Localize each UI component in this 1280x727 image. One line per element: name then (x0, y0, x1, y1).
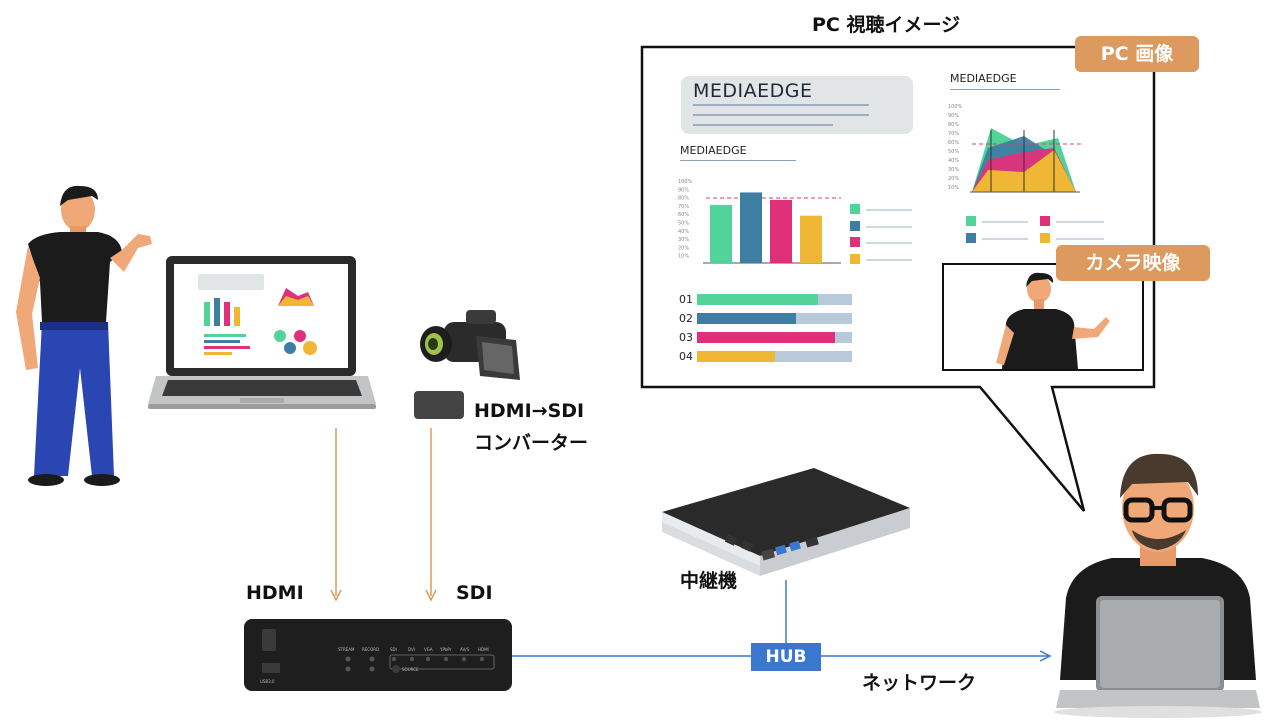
encoder-front-panel: USB3.0 STREAM RECORD SDI DVI VGA YPbPr A… (260, 629, 495, 684)
tick-label: 30% (678, 237, 689, 243)
relay-device-icon (662, 468, 910, 576)
progress-track (697, 351, 852, 362)
network-label: ネットワーク (862, 672, 977, 694)
sdi-arrow (425, 428, 437, 602)
record-label: RECORD (362, 647, 379, 652)
pc-image-tag: PC 画像 (1075, 36, 1199, 72)
converter-label-line1: HDMI→SDI (474, 400, 585, 422)
title-underline (950, 89, 1060, 90)
progress-fill (697, 294, 818, 305)
progress-fill (697, 332, 835, 343)
converter-box (414, 391, 464, 419)
progress-label: 02 (679, 312, 693, 325)
laptop-icon (148, 256, 376, 409)
title-underline (680, 160, 796, 161)
usb-label: USB3.0 (260, 679, 275, 684)
area-chart: 100% 90% 80% 70% 60% 50% 40% 30% 20% 10% (948, 104, 1084, 193)
progress-label: 03 (679, 331, 693, 344)
camcorder-icon (420, 310, 520, 380)
progress-label: 01 (679, 293, 693, 306)
bar-chart: 100% 90% 80% 70% 60% 50% 40% 30% 20% 10% (678, 179, 841, 264)
tick-label: 100% (678, 179, 693, 185)
progress-row: 03 (679, 328, 859, 347)
input-label: YPbPr (439, 647, 452, 652)
tick-label: 80% (948, 122, 959, 128)
tick-label: 70% (948, 131, 959, 137)
tick-label: 10% (678, 254, 689, 260)
bar-4 (800, 215, 822, 263)
screen-header-title: MEDIAEDGE (693, 80, 813, 102)
input-label: VGA (424, 647, 433, 652)
header-line (693, 104, 869, 106)
bar-1 (710, 204, 732, 263)
hdmi-label: HDMI (246, 582, 304, 604)
tick-label: 20% (678, 245, 689, 251)
sdi-label: SDI (456, 582, 493, 604)
presenter-icon (16, 185, 152, 486)
progress-track (697, 332, 852, 343)
encoder-device: USB3.0 STREAM RECORD SDI DVI VGA YPbPr A… (244, 619, 512, 691)
progress-track (697, 294, 852, 305)
tick-label: 80% (678, 196, 689, 202)
viewer-icon (1054, 453, 1262, 718)
tick-label: 10% (948, 185, 959, 191)
header-line (693, 124, 833, 126)
tick-label: 40% (948, 158, 959, 164)
input-label: DVI (408, 647, 415, 652)
tick-label: 90% (948, 113, 959, 119)
input-label: AV/S (460, 647, 470, 652)
tick-label: 70% (678, 204, 689, 210)
bar-3 (770, 199, 792, 263)
right-chart-title: MEDIAEDGE (950, 72, 1017, 85)
input-label: HDMI (478, 647, 489, 652)
header-line (693, 114, 869, 116)
tick-label: 50% (678, 221, 689, 227)
progress-list: 01 02 03 04 (679, 290, 859, 366)
source-label: SOURCE (402, 667, 419, 672)
diagram-title: PC 視聴イメージ (812, 14, 961, 36)
relay-label: 中継機 (680, 570, 738, 592)
converter-label-line2: コンバーター (474, 432, 589, 454)
tick-label: 100% (948, 104, 963, 110)
tick-label: 90% (678, 187, 689, 193)
stream-label: STREAM (338, 647, 355, 652)
tick-label: 60% (948, 140, 959, 146)
presenter-small-icon (996, 272, 1110, 369)
camera-inset (942, 263, 1144, 371)
bar-2 (740, 192, 762, 263)
progress-row: 01 (679, 290, 859, 309)
progress-fill (697, 351, 775, 362)
progress-row: 04 (679, 347, 859, 366)
tick-label: 60% (678, 212, 689, 218)
input-label: SDI (390, 647, 397, 652)
progress-fill (697, 313, 797, 324)
tick-label: 40% (678, 229, 689, 235)
progress-track (697, 313, 852, 324)
tick-label: 20% (948, 176, 959, 182)
area-chart-legend (966, 216, 1104, 243)
progress-row: 02 (679, 309, 859, 328)
camera-video-tag: カメラ映像 (1056, 245, 1210, 281)
left-chart-title: MEDIAEDGE (680, 144, 747, 157)
hdmi-arrow (330, 428, 342, 602)
hub-box: HUB (751, 643, 821, 671)
progress-label: 04 (679, 350, 693, 363)
tick-label: 30% (948, 167, 959, 173)
bar-chart-legend (850, 204, 912, 264)
tick-label: 50% (948, 149, 959, 155)
